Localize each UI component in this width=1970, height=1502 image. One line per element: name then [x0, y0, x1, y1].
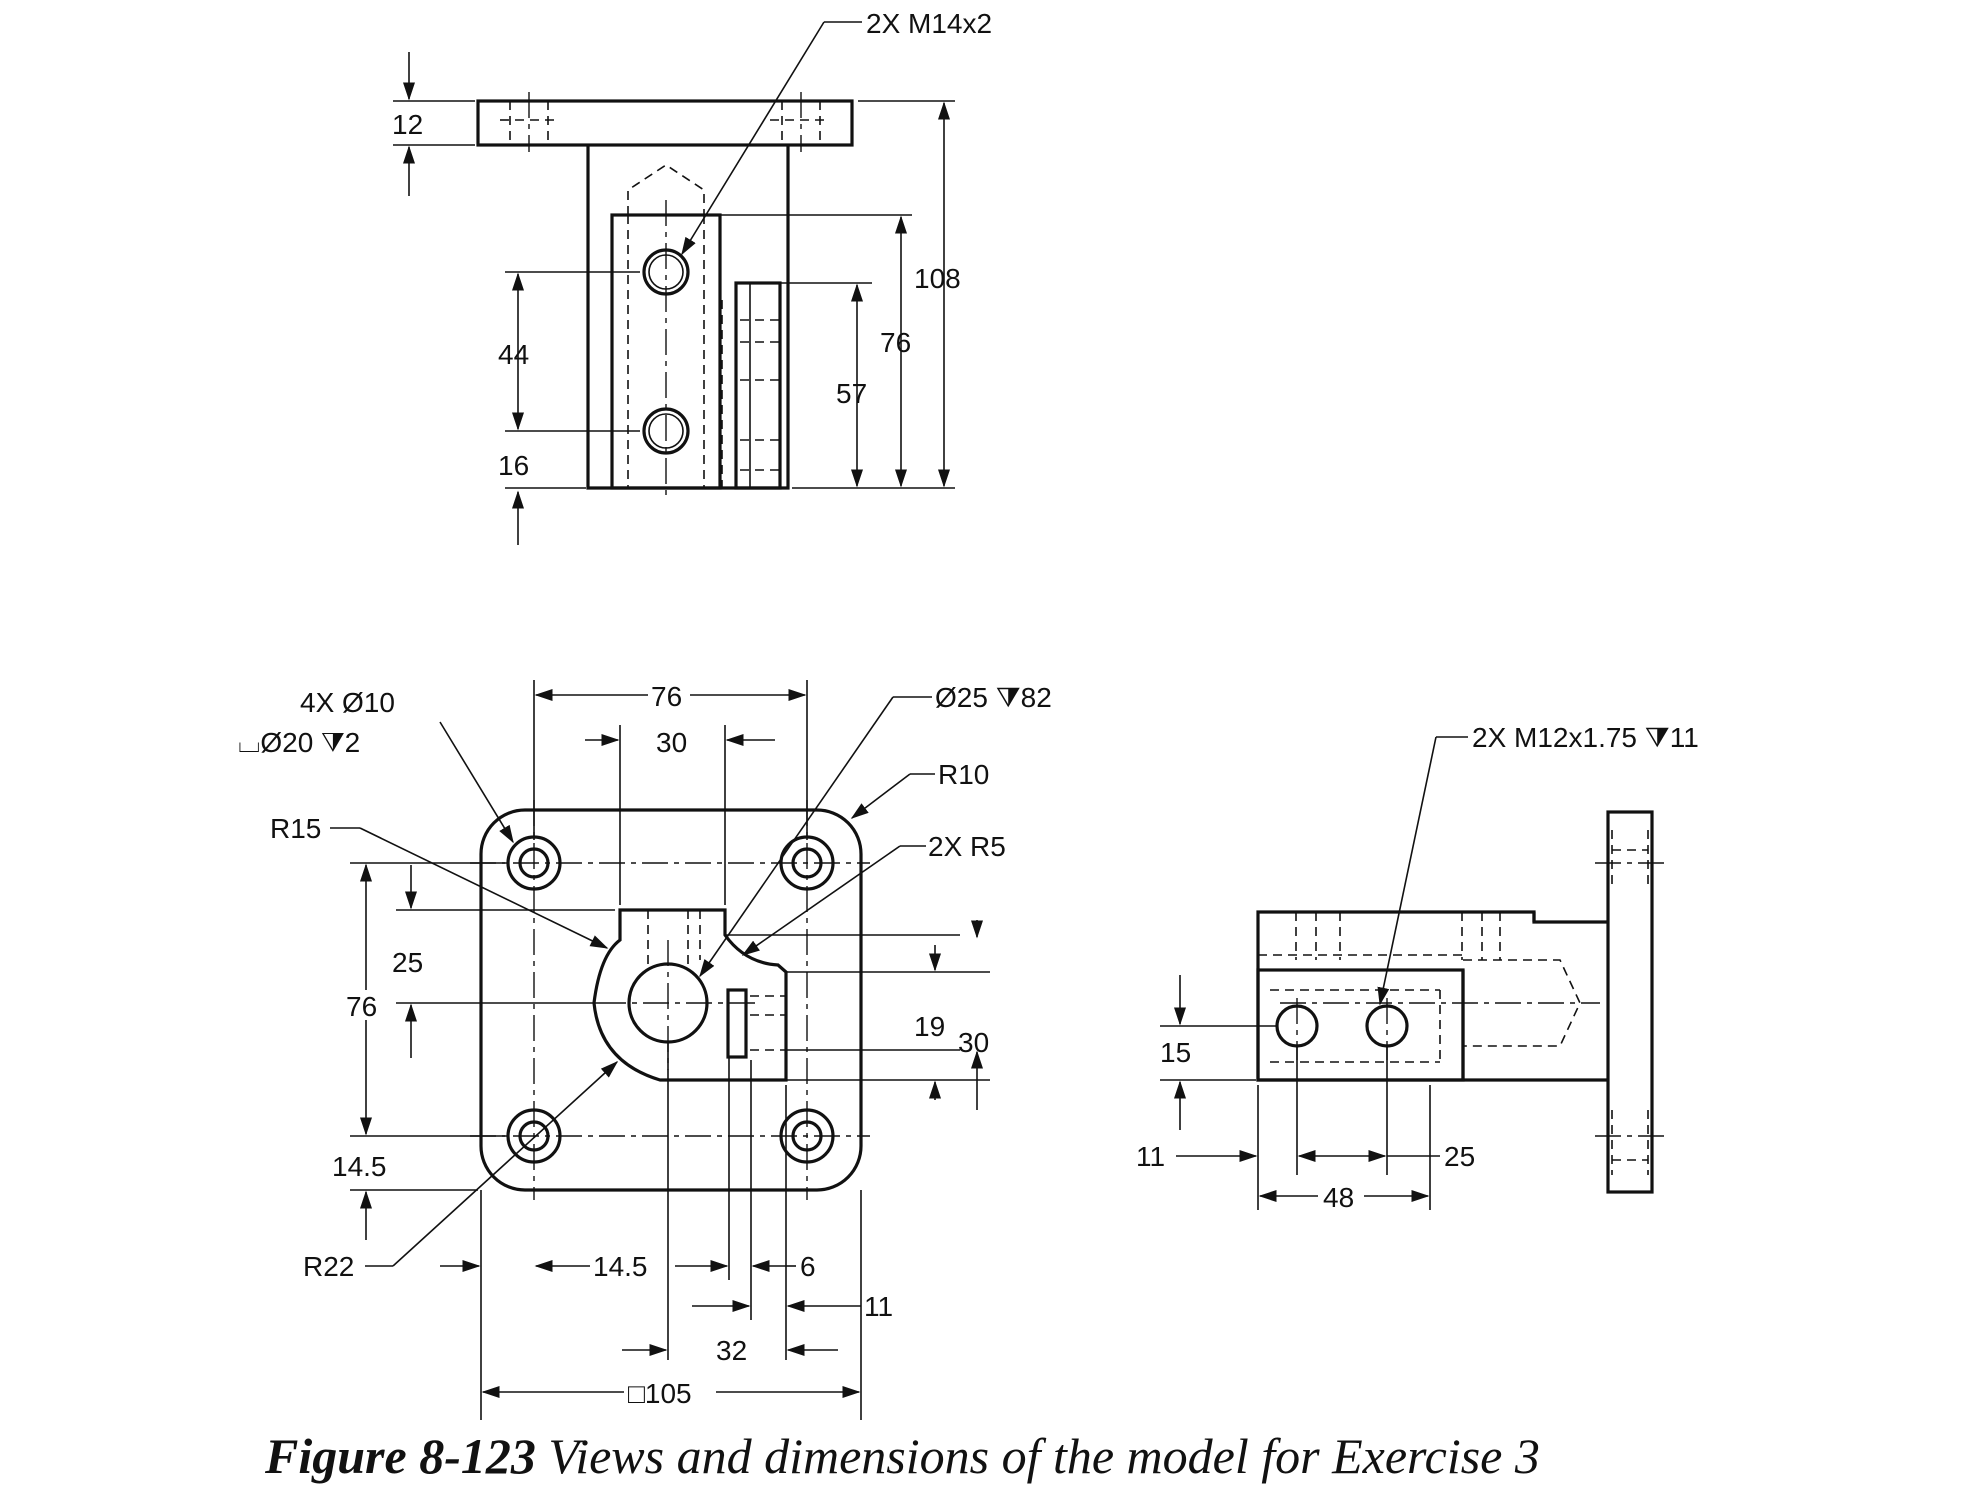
dim-label: 15: [1160, 1037, 1191, 1068]
dim-32: 32: [622, 1335, 838, 1366]
front-view: 12 2X M14x2 108 76 57: [392, 8, 992, 545]
dim-label: 76: [880, 327, 911, 358]
front-view-tab: [734, 281, 782, 490]
dim-label: 12: [392, 109, 423, 140]
callout-holes: 4X Ø10 ⌴Ø20 ⧩2: [238, 687, 514, 844]
dim-label: □105: [628, 1378, 692, 1409]
dim-48: 48: [1258, 1182, 1430, 1213]
dim-label: 11: [864, 1291, 893, 1322]
figure-caption: Figure 8-123 Views and dimensions of the…: [264, 1428, 1540, 1484]
dim-label: 19: [914, 1011, 945, 1042]
thread-callout-front: 2X M14x2: [681, 8, 992, 256]
callout-label: R10: [938, 759, 989, 790]
callout-r5: 2X R5: [741, 831, 1006, 956]
callout-label: 2X M12x1.75 ⧩11: [1472, 722, 1699, 753]
callout-bore: Ø25 ⧩82: [699, 682, 1052, 978]
callout-label: Ø25 ⧩82: [935, 682, 1052, 713]
dim-label: 108: [914, 263, 961, 294]
dim-108: 108: [792, 100, 961, 489]
dim-76-left: 76: [344, 862, 505, 1137]
figure-label: Figure 8-123: [264, 1428, 536, 1484]
callout-label: R15: [270, 813, 321, 844]
dim-14-5-bottom: 14.5: [440, 1042, 862, 1420]
dim-11: 11: [692, 1291, 893, 1322]
top-view-slot: [726, 988, 748, 1059]
dim-label: 30: [958, 1027, 989, 1058]
dim-25-top: 25: [392, 865, 615, 1058]
dim-11-side: 11: [1136, 1046, 1431, 1210]
dim-label: 48: [1323, 1182, 1354, 1213]
callout-label: ⌴Ø20 ⧩2: [238, 727, 360, 758]
top-view-counterbore-holes: [506, 835, 835, 1164]
dim-label: 44: [498, 339, 529, 370]
callout-r10: R10: [850, 759, 989, 819]
callout-label: R22: [303, 1251, 354, 1282]
dim-44: 44: [498, 271, 640, 432]
callout-label: 4X Ø10: [300, 687, 395, 718]
side-view-boss: [1256, 968, 1465, 1082]
callout-r22: R22: [303, 1060, 619, 1282]
callout-label: 2X M14x2: [866, 8, 992, 39]
dim-label: 6: [800, 1251, 816, 1282]
dim-label: 30: [656, 727, 687, 758]
dim-label: 25: [392, 947, 423, 978]
dim-57: 57: [780, 282, 872, 488]
dim-14-5-left: 14.5: [332, 1151, 478, 1240]
dim-19-30-right: 19 30: [725, 920, 990, 1110]
side-view-body: [1256, 910, 1608, 1082]
front-view-hidden-lines: [500, 101, 830, 488]
top-view-base-plate: [479, 808, 863, 1192]
dim-25-side: 25: [1297, 1141, 1475, 1172]
dim-label: 11: [1136, 1141, 1165, 1172]
dim-label: 57: [836, 378, 867, 409]
dim-30-top: 30: [585, 725, 775, 905]
dim-label: 16: [498, 450, 529, 481]
top-view: 4X Ø10 ⌴Ø20 ⧩2 R15 R22 Ø25 ⧩82 R10: [238, 680, 1052, 1420]
callout-label: 2X R5: [928, 831, 1006, 862]
dim-6: 6: [751, 1251, 816, 1282]
dim-label: 76: [651, 681, 682, 712]
figure-caption-text: Views and dimensions of the model for Ex…: [548, 1428, 1540, 1484]
side-view-hidden-lines: [1258, 830, 1649, 1175]
front-view-flange: [476, 99, 854, 147]
dim-16: 16: [498, 450, 586, 545]
dim-76-top: 76: [533, 680, 808, 840]
dim-label: 25: [1444, 1141, 1475, 1172]
dim-label: 32: [716, 1335, 747, 1366]
dim-15: 15: [1160, 975, 1278, 1130]
thread-callout-side: 2X M12x1.75 ⧩11: [1377, 722, 1699, 1006]
dim-label: 76: [346, 991, 377, 1022]
side-view-flange: [1606, 810, 1654, 1194]
callout-r15: R15: [270, 813, 609, 949]
dim-label: 14.5: [593, 1251, 648, 1282]
dim-12-front: 12: [392, 52, 475, 196]
side-view: 2X M12x1.75 ⧩11 15 11 25: [1136, 722, 1699, 1213]
dim-105: □105: [481, 1376, 861, 1409]
dim-label: 14.5: [332, 1151, 387, 1182]
dim-76-front: 76: [720, 214, 912, 488]
